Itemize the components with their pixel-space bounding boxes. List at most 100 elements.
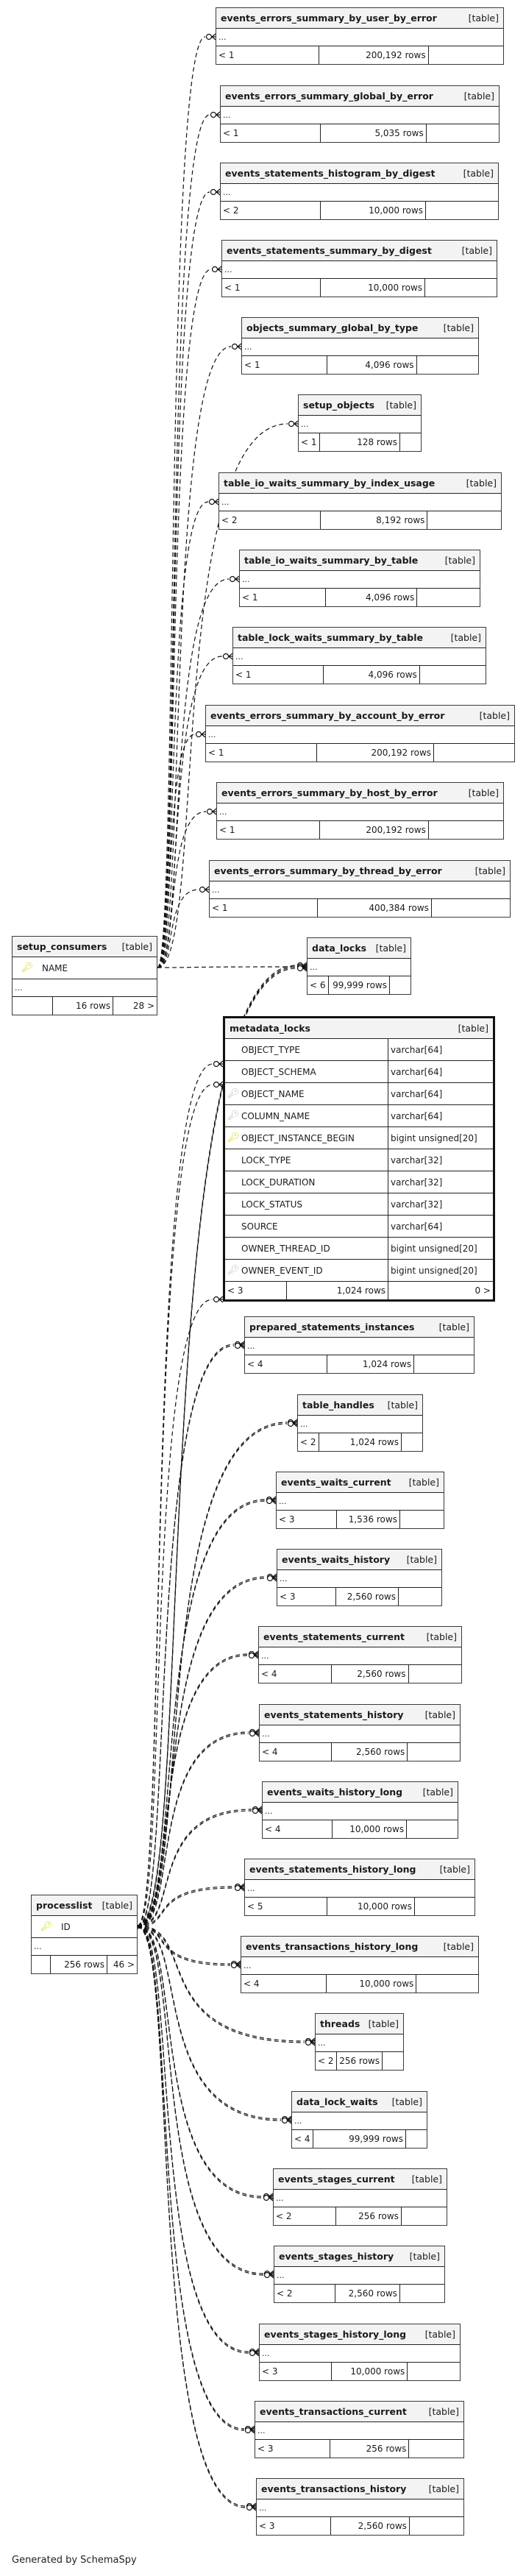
parent-count[interactable]: < 3 xyxy=(257,2517,332,2535)
table-name[interactable]: setup_objects xyxy=(303,400,375,411)
parent-count[interactable]: < 4 xyxy=(241,1975,327,1993)
parent-count[interactable]: < 1 xyxy=(221,124,321,142)
table-name[interactable]: events_stages_history_long xyxy=(264,2329,407,2340)
table-events-transactions-history[interactable]: events_transactions_history[table]...< 3… xyxy=(256,2478,464,2536)
table-name[interactable]: events_waits_history xyxy=(282,1554,391,1565)
parent-count[interactable]: < 3 xyxy=(277,1588,337,1605)
table-name[interactable]: events_statements_history_long xyxy=(249,1864,416,1875)
table-name[interactable]: objects_summary_global_by_type xyxy=(246,322,419,333)
table-name[interactable]: events_statements_summary_by_digest xyxy=(227,245,432,256)
parent-count[interactable]: < 6 xyxy=(308,976,329,994)
table-name[interactable]: data_locks xyxy=(312,943,367,954)
table-name[interactable]: table_io_waits_summary_by_index_usage xyxy=(224,478,436,489)
crows-foot-marker xyxy=(305,2039,316,2046)
parent-count[interactable]: < 1 xyxy=(216,46,320,64)
table-events-transactions-current[interactable]: events_transactions_current[table]...< 3… xyxy=(255,2401,464,2458)
child-count[interactable]: 0 > xyxy=(475,1285,491,1296)
parent-count[interactable]: < 4 xyxy=(292,2130,313,2148)
table-objects-summary-global-by-type[interactable]: objects_summary_global_by_type[table]...… xyxy=(241,317,479,375)
table-table-lock-waits-summary-by-table[interactable]: table_lock_waits_summary_by_table[table]… xyxy=(232,627,486,684)
parent-count[interactable]: < 1 xyxy=(206,744,317,762)
table-name[interactable]: events_waits_history_long xyxy=(267,1786,403,1798)
parent-count[interactable]: < 1 xyxy=(222,279,321,297)
parent-count[interactable]: < 1 xyxy=(242,356,327,374)
table-events-errors-summary-by-user-by-error[interactable]: events_errors_summary_by_user_by_error[t… xyxy=(216,7,504,65)
table-table-io-waits-summary-by-table[interactable]: table_io_waits_summary_by_table[table]..… xyxy=(239,550,480,607)
parent-count[interactable]: < 3 xyxy=(277,1511,337,1528)
table-name[interactable]: events_transactions_history xyxy=(261,2483,407,2494)
table-name[interactable]: events_statements_history xyxy=(264,1709,404,1720)
table-name[interactable]: events_waits_current xyxy=(281,1477,391,1488)
table-name[interactable]: events_stages_current xyxy=(278,2174,395,2185)
parent-count[interactable]: < 2 xyxy=(316,2052,337,2070)
parent-count[interactable]: < 5 xyxy=(245,1898,328,1915)
table-events-errors-summary-by-account-by-error[interactable]: events_errors_summary_by_account_by_erro… xyxy=(205,705,515,762)
crows-foot-marker xyxy=(246,2502,257,2510)
table-name[interactable]: table_io_waits_summary_by_table xyxy=(244,555,419,566)
parent-count[interactable]: < 2 xyxy=(274,2285,336,2302)
table-table-io-waits-summary-by-index-usage[interactable]: table_io_waits_summary_by_index_usage[ta… xyxy=(218,472,502,530)
table-events-errors-summary-by-thread-by-error[interactable]: events_errors_summary_by_thread_by_error… xyxy=(209,860,511,918)
parent-count[interactable]: < 3 xyxy=(255,2440,330,2458)
parent-count[interactable]: < 2 xyxy=(219,511,321,529)
table-processlist[interactable]: processlist [table] 🔑︎ID ... 256 rows 46… xyxy=(31,1895,138,1974)
table-name[interactable]: threads xyxy=(320,2018,360,2029)
parent-count[interactable]: < 1 xyxy=(233,666,324,684)
child-count[interactable]: 28 > xyxy=(132,1001,154,1011)
table-name[interactable]: events_statements_current xyxy=(263,1631,405,1642)
table-name[interactable]: events_transactions_history_long xyxy=(246,1941,419,1952)
table-events-errors-summary-by-host-by-error[interactable]: events_errors_summary_by_host_by_error[t… xyxy=(216,782,504,840)
table-name[interactable]: events_errors_summary_by_thread_by_error xyxy=(214,865,442,876)
parent-count[interactable]: < 4 xyxy=(260,1743,332,1761)
table-name[interactable]: events_errors_summary_by_account_by_erro… xyxy=(210,710,445,721)
parent-count[interactable]: < 2 xyxy=(221,202,321,219)
table-name[interactable]: events_errors_summary_global_by_error xyxy=(225,91,433,102)
table-prepared-statements-instances[interactable]: prepared_statements_instances[table]...<… xyxy=(244,1316,475,1374)
table-name[interactable]: events_errors_summary_by_host_by_error xyxy=(221,787,438,798)
parent-count[interactable]: < 1 xyxy=(217,821,321,839)
parent-count[interactable]: < 1 xyxy=(299,433,320,451)
parent-count[interactable]: < 4 xyxy=(263,1820,333,1838)
table-name[interactable]: events_stages_history xyxy=(279,2251,394,2262)
row-count: 256 rows xyxy=(330,2440,410,2458)
table-name[interactable]: events_errors_summary_by_user_by_error xyxy=(221,13,437,24)
table-name[interactable]: events_statements_histogram_by_digest xyxy=(225,168,436,179)
parent-count[interactable]: < 1 xyxy=(240,589,327,606)
table-name[interactable]: prepared_statements_instances xyxy=(249,1321,415,1333)
table-name[interactable]: setup_consumers xyxy=(17,941,107,952)
table-events-transactions-history-long[interactable]: events_transactions_history_long[table].… xyxy=(241,1936,479,1993)
table-events-statements-history-long[interactable]: events_statements_history_long[table]...… xyxy=(244,1859,475,1916)
parent-count[interactable]: < 4 xyxy=(245,1355,327,1373)
parent-count[interactable]: < 4 xyxy=(259,1665,332,1683)
table-events-statements-histogram-by-digest[interactable]: events_statements_histogram_by_digest[ta… xyxy=(220,163,499,220)
table-name[interactable]: processlist xyxy=(36,1900,93,1911)
table-name[interactable]: events_transactions_current xyxy=(260,2406,407,2417)
table-name[interactable]: data_lock_waits xyxy=(296,2096,378,2107)
parent-count[interactable]: < 3 xyxy=(225,1282,287,1299)
parent-count[interactable]: < 2 xyxy=(274,2207,336,2225)
parent-count[interactable]: < 3 xyxy=(260,2363,332,2380)
parent-count[interactable]: < 1 xyxy=(210,899,318,917)
child-count[interactable]: 46 > xyxy=(113,1959,135,1970)
table-name[interactable]: table_lock_waits_summary_by_table xyxy=(238,632,424,643)
table-name[interactable]: table_handles xyxy=(302,1399,374,1411)
table-events-errors-summary-global-by-error[interactable]: events_errors_summary_global_by_error[ta… xyxy=(220,85,500,143)
table-name[interactable]: metadata_locks xyxy=(230,1023,310,1034)
table-setup-consumers[interactable]: setup_consumers [table] 🔑︎NAME ... 16 ro… xyxy=(12,936,157,1015)
table-events-statements-summary-by-digest[interactable]: events_statements_summary_by_digest[tabl… xyxy=(221,240,497,297)
parent-count[interactable]: < 2 xyxy=(298,1433,319,1451)
